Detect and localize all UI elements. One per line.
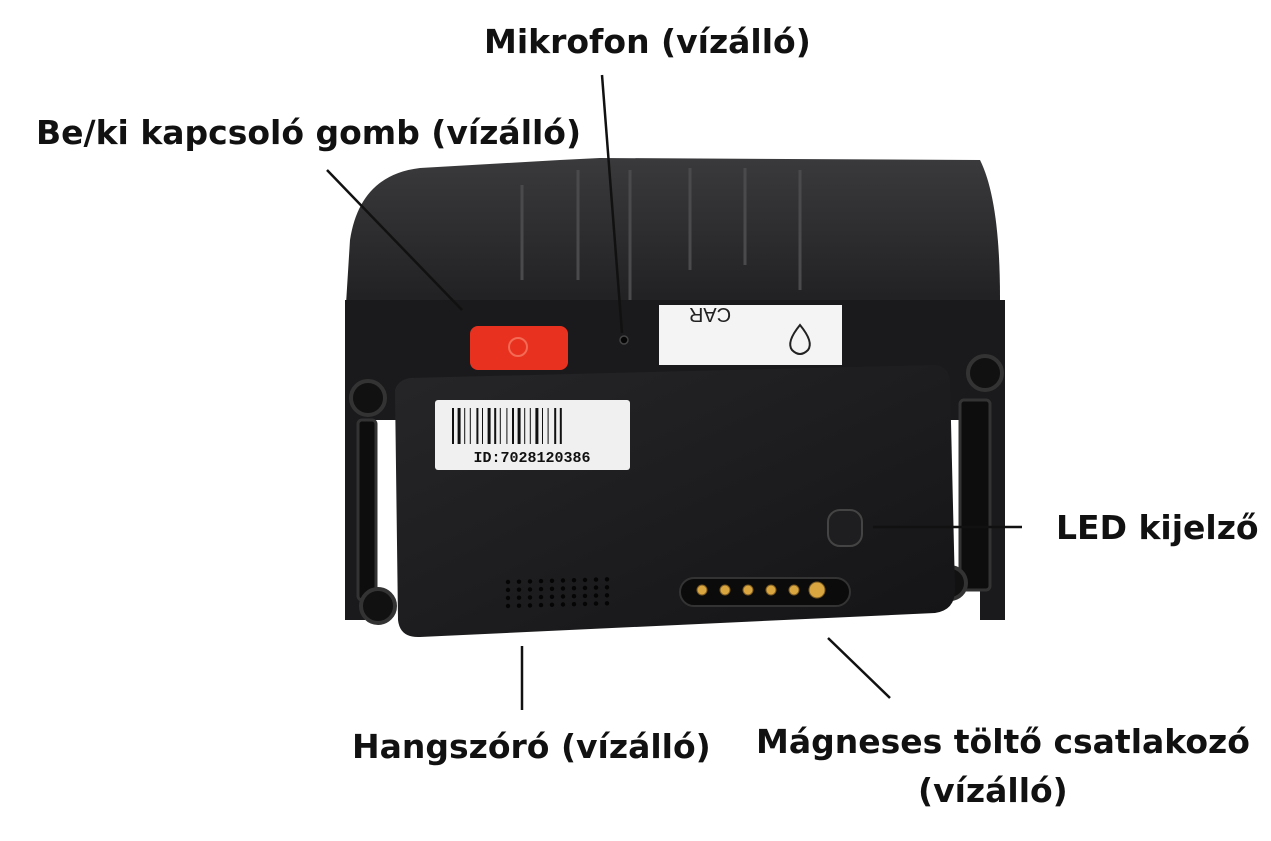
device-top-shell	[345, 158, 1000, 320]
barcode-bar	[464, 408, 466, 444]
barcode-label: ID:7028120386	[435, 400, 630, 470]
speaker-hole	[593, 585, 599, 590]
drop-icon	[789, 323, 811, 355]
label-charger-line2: (vízálló)	[918, 771, 1068, 810]
charger-pins	[696, 581, 826, 599]
barcode-bar	[517, 408, 521, 444]
barcode-bar	[535, 408, 539, 444]
speaker-hole	[505, 587, 511, 593]
tracker-device: CAR ID:7028120386	[345, 158, 1005, 638]
power-button[interactable]	[470, 326, 568, 370]
barcode-bar	[524, 408, 526, 444]
speaker-hole	[516, 595, 522, 600]
barcode-bar	[452, 408, 454, 444]
speaker-hole	[593, 601, 599, 606]
speaker-hole	[593, 593, 599, 598]
charger-pin	[696, 584, 708, 596]
label-microphone: Mikrofon (vízálló)	[484, 22, 811, 61]
leader-microphone	[600, 74, 624, 334]
barcode-bar	[529, 408, 531, 444]
speaker-hole	[505, 579, 511, 585]
speaker-hole	[527, 595, 533, 600]
led-window	[827, 509, 863, 547]
speaker-hole	[560, 602, 566, 607]
speaker-hole	[549, 586, 555, 591]
speaker-hole	[593, 577, 599, 582]
speaker-hole	[560, 594, 566, 599]
speaker-hole	[604, 601, 610, 606]
speaker-hole	[527, 579, 533, 584]
speaker-hole	[549, 594, 555, 599]
charger-pin	[765, 584, 777, 596]
speaker-hole	[582, 601, 588, 607]
screw-bottom-left	[359, 587, 397, 625]
magnetic-charger-port	[679, 577, 851, 607]
speaker-hole	[560, 578, 566, 583]
label-charger-line1: Mágneses töltő csatlakozó	[756, 722, 1250, 761]
screw-top-left	[349, 379, 387, 417]
barcode-bar	[542, 408, 543, 444]
speaker-hole	[560, 586, 566, 591]
speaker-hole	[538, 578, 544, 584]
speaker-hole	[538, 594, 544, 600]
speaker-hole	[571, 578, 577, 583]
charger-pin	[788, 584, 800, 596]
barcode-bars	[452, 408, 562, 444]
speaker-hole	[505, 603, 511, 609]
speaker-hole	[527, 603, 533, 608]
barcode-bar	[457, 408, 461, 444]
barcode-bar	[499, 408, 501, 444]
barcode-id: ID:7028120386	[473, 450, 590, 467]
speaker-hole	[582, 585, 588, 591]
screw-top-right	[966, 354, 1004, 392]
barcode-bar	[559, 408, 562, 444]
speaker-hole	[571, 586, 577, 591]
microphone-hole	[619, 335, 629, 345]
charger-pin	[808, 581, 826, 599]
speaker-hole	[604, 577, 610, 582]
charger-pin	[742, 584, 754, 596]
barcode-bar	[494, 408, 497, 444]
speaker-hole	[582, 577, 588, 583]
barcode-bar	[469, 408, 471, 444]
power-symbol-icon	[508, 337, 528, 357]
leader-lines	[326, 74, 1022, 710]
speaker-grille	[505, 577, 610, 609]
label-power-button: Be/ki kapcsoló gomb (vízálló)	[36, 113, 582, 152]
leader-charger	[827, 637, 891, 699]
right-strap-slot	[958, 398, 992, 592]
barcode-bar	[554, 408, 557, 444]
speaker-hole	[604, 585, 610, 590]
barcode-bar	[476, 408, 479, 444]
speaker-hole	[538, 602, 544, 608]
top-ribs	[520, 168, 802, 300]
barcode-bar	[547, 408, 549, 444]
charger-pin	[719, 584, 731, 596]
speaker-hole	[516, 587, 522, 592]
sticker-text: CAR	[689, 303, 731, 325]
barcode-bar	[487, 408, 491, 444]
speaker-hole	[571, 602, 577, 607]
speaker-hole	[516, 579, 522, 584]
speaker-hole	[527, 587, 533, 592]
left-strap-slot	[356, 418, 378, 602]
barcode-bar	[506, 408, 508, 444]
speaker-hole	[582, 593, 588, 599]
speaker-hole	[549, 578, 555, 583]
label-led: LED kijelző	[1056, 508, 1259, 547]
speaker-hole	[505, 595, 511, 601]
barcode-bar	[512, 408, 514, 444]
speaker-hole	[604, 593, 610, 598]
speaker-hole	[538, 586, 544, 592]
brand-sticker: CAR	[659, 303, 842, 365]
label-speaker: Hangszóró (vízálló)	[352, 727, 711, 766]
speaker-hole	[549, 602, 555, 607]
speaker-hole	[516, 603, 522, 608]
barcode-bar	[482, 408, 483, 444]
speaker-hole	[571, 594, 577, 599]
leader-power-button	[326, 169, 463, 311]
